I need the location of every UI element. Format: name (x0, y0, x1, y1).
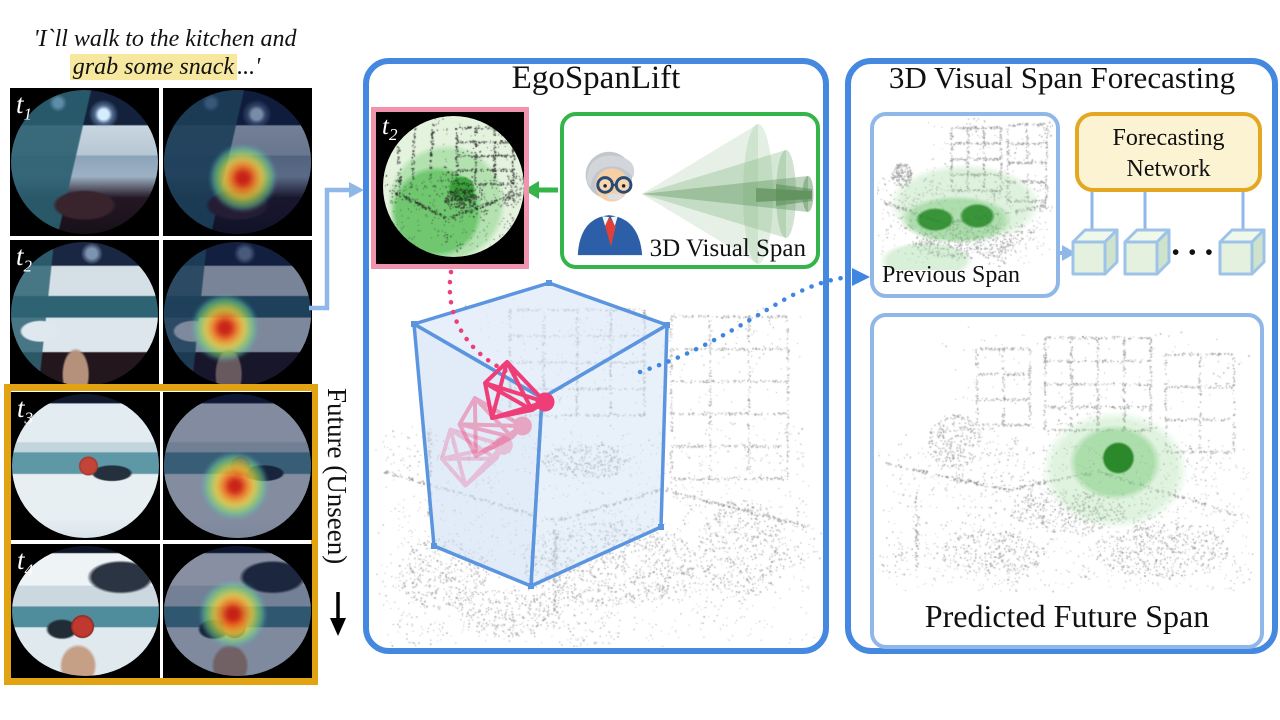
fisheye-photo (11, 242, 158, 386)
gaze-heatmap-overlay (211, 146, 275, 210)
frame-tile-t3: t3 (11, 392, 160, 540)
future-frames-box (4, 384, 318, 685)
frame-label: t2 (16, 241, 33, 276)
frame-label: t4 (17, 545, 34, 580)
future-unseen-label: Future (Unseen) (322, 388, 352, 565)
frame-tile-t1: t1 (10, 88, 159, 236)
point-cloud-canvas-previous (877, 118, 1053, 268)
fisheye-photo (11, 90, 158, 234)
narration-quote: 'I`ll walk to the kitchen and grab some … (0, 26, 330, 81)
frame-label: t3 (17, 393, 34, 428)
frame-label: t1 (16, 89, 33, 124)
ellipsis-dots: • • • (1172, 240, 1215, 264)
gaze-heatmap-overlay (203, 454, 267, 518)
sketch-circle (383, 116, 524, 257)
visual-span-label: 3D Visual Span (649, 235, 806, 262)
frame-tile-t2-heat (163, 240, 312, 388)
lifted-frame-box: t2 (371, 107, 529, 269)
fisheye-photo (12, 546, 159, 676)
frame-tile-t4-heat (163, 544, 312, 678)
frame-tile-t3-heat (163, 392, 312, 540)
fisheye-photo (12, 394, 159, 538)
sketch-canvas (383, 116, 524, 257)
point-cloud-canvas-predicted (878, 321, 1256, 593)
arrow-t2-to-panel (309, 187, 350, 311)
quote-line1: 'I`ll walk to the kitchen and (33, 26, 297, 52)
future-down-arrow-icon (330, 592, 346, 636)
frame-tile-t4: t4 (11, 544, 160, 678)
frame-label: t2 (382, 113, 398, 144)
gaze-heatmap-overlay (193, 296, 257, 360)
person-icon (577, 151, 643, 256)
previous-span-label: Previous Span (882, 262, 1020, 288)
visual-span-cones-icon (642, 124, 814, 264)
network-label-line1: Forecasting (1112, 125, 1225, 151)
forecasting-network-box: Forecasting Network (1075, 112, 1262, 192)
network-label-line2: Network (1126, 156, 1211, 183)
visual-span-box: 3D Visual Span (560, 112, 820, 269)
frame-tile-t2: t2 (10, 240, 159, 388)
egospanlift-title: EgoSpanLift (511, 60, 681, 96)
arrowhead-lightblue-icon (349, 182, 364, 198)
gaze-heatmap-overlay (201, 582, 265, 646)
forecasting-title: 3D Visual Span Forecasting (888, 60, 1236, 95)
quote-tail: ...' (237, 53, 261, 80)
quote-highlight: grab some snack (69, 53, 238, 80)
point-cloud-canvas-main (375, 295, 823, 647)
predicted-span-label: Predicted Future Span (924, 598, 1210, 634)
frame-tile-t1-heat (163, 88, 312, 236)
